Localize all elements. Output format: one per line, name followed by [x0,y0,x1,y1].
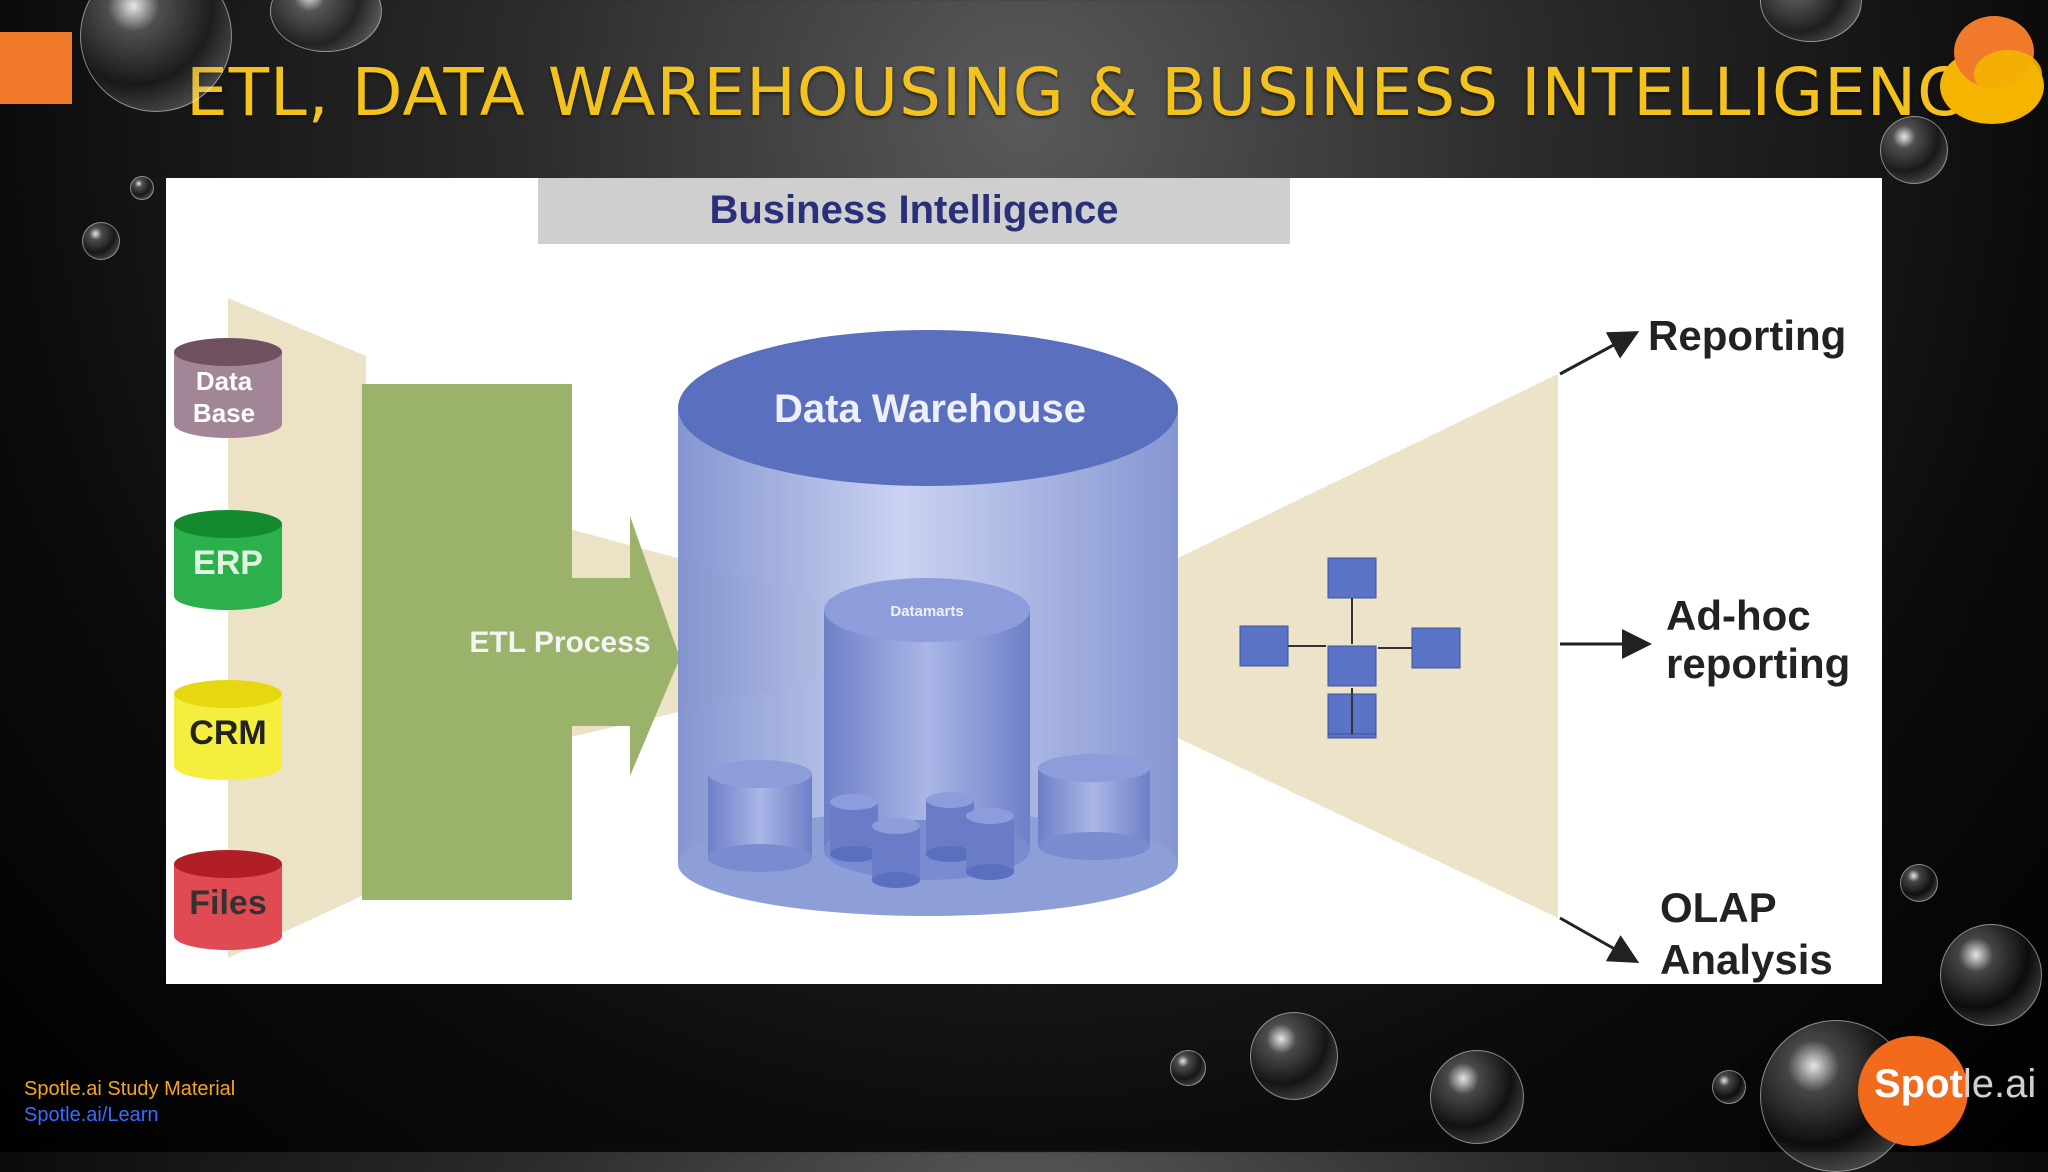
small-cylinder [872,818,920,888]
arrow-to-reporting [1560,334,1634,374]
bubble-decoration [270,0,382,52]
svg-text:CRM: CRM [189,714,266,752]
bi-diagram-panel: Business Intelligence Data Base ERP CRM [166,178,1882,984]
source-files: Files [174,850,282,950]
svg-text:ERP: ERP [193,544,263,582]
slide-title: ETL, DATA WAREHOUSING & BUSINESS INTELLI… [186,54,1886,131]
bubble-decoration [1430,1050,1524,1144]
bubble-decoration [130,176,154,200]
orange-accent-square [0,32,72,104]
diagram-header-text: Business Intelligence [709,188,1118,232]
footer-study-material: Spotle.ai Study Material [24,1078,235,1101]
bubble-decoration [1900,864,1938,902]
spotle-brand-text: Spotle.ai [1874,1062,2036,1107]
bubble-decoration [1712,1070,1746,1104]
bubble-decoration [1170,1050,1206,1086]
small-cylinder [1038,754,1150,860]
bubble-decoration [1250,1012,1338,1100]
arrow-to-olap [1560,918,1634,960]
source-erp: ERP [174,510,282,610]
svg-text:Base: Base [193,398,255,428]
spotle-logo-icon [1922,4,2048,134]
etl-process-label: ETL Process [469,626,650,659]
output-adhoc-line1: Ad-hoc [1666,592,1811,639]
svg-text:Data: Data [196,366,253,396]
small-cylinder [708,760,812,872]
bubble-decoration [1760,0,1862,42]
output-adhoc-line2: reporting [1666,640,1850,687]
source-crm: CRM [174,680,282,780]
bubble-decoration [82,222,120,260]
small-cylinder [966,808,1014,880]
bi-diagram: Business Intelligence Data Base ERP CRM [166,178,1882,984]
source-database: Data Base [174,338,282,438]
datamarts-label: Datamarts [890,603,963,620]
output-reporting: Reporting [1648,312,1846,359]
bubble-decoration [1940,924,2042,1026]
output-olap-line1: OLAP [1660,884,1777,931]
footer-learn-link[interactable]: Spotle.ai/Learn [24,1104,159,1127]
small-cylinder [830,794,878,862]
bubble-decoration [1880,116,1948,184]
data-warehouse-label: Data Warehouse [774,387,1086,431]
output-olap-line2: Analysis [1660,936,1833,983]
svg-text:Files: Files [189,884,266,922]
